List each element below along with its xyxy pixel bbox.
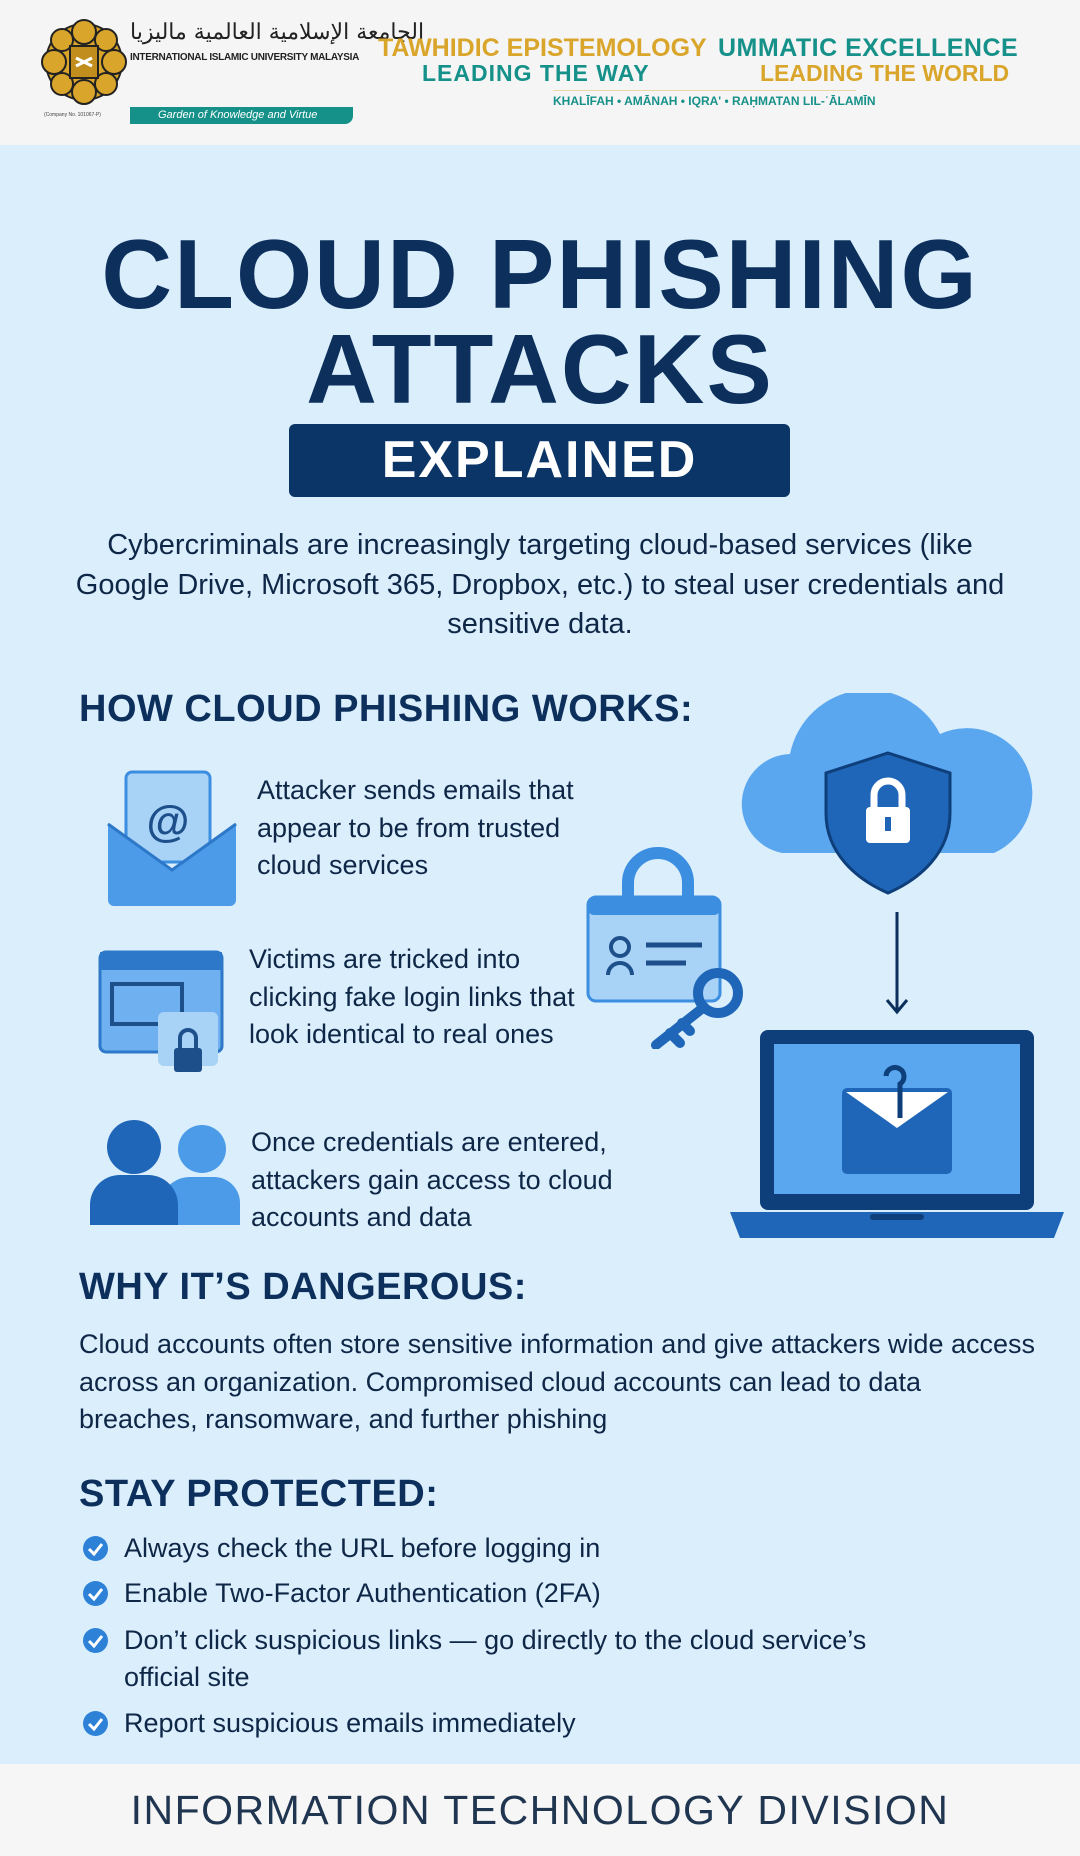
explained-badge: EXPLAINED	[289, 424, 790, 497]
slogan-1-line-2: LEADING THE WAY	[422, 60, 650, 86]
fake-login-browser-icon	[98, 950, 224, 1072]
arrow-down-icon	[885, 912, 909, 1015]
slogan-2-line-1: UMMATIC EXCELLENCE	[718, 34, 1019, 62]
users-icon	[90, 1120, 240, 1225]
checklist-text: Don’t click suspicious links — go direct…	[124, 1625, 867, 1655]
checklist-text: Always check the URL before logging in	[124, 1533, 601, 1563]
check-circle-icon	[83, 1581, 108, 1606]
why-heading: WHY IT’S DANGEROUS:	[79, 1266, 527, 1308]
footer-division: INFORMATION TECHNOLOGY DIVISION	[0, 1764, 1080, 1856]
title-line-2: ATTACKS	[306, 314, 774, 424]
logo-name: INTERNATIONAL ISLAMIC UNIVERSITY MALAYSI…	[130, 52, 360, 63]
values-line: KHALĪFAH • AMĀNAH • IQRA' • RAḤMATAN LIL…	[553, 94, 876, 108]
slogan-divider	[553, 90, 856, 91]
checklist-text: Enable Two-Factor Authentication (2FA)	[124, 1578, 601, 1608]
how-heading: HOW CLOUD PHISHING WORKS:	[79, 688, 694, 730]
check-circle-icon	[83, 1711, 108, 1736]
why-text: Cloud accounts often store sensitive inf…	[79, 1329, 1035, 1434]
slogan-2-line-2: LEADING THE WORLD	[760, 60, 1010, 86]
step-2-text: Victims are tricked into clicking fake l…	[249, 944, 575, 1049]
credential-theft-icon	[586, 847, 743, 1049]
secure-cloud-icon	[741, 693, 1033, 895]
checklist-text: Report suspicious emails immediately	[124, 1708, 576, 1738]
intro-text: Cybercriminals are increasingly targetin…	[75, 529, 1005, 640]
step-3-text: Once credentials are entered, attackers …	[251, 1127, 613, 1232]
check-circle-icon	[83, 1536, 108, 1561]
logo-tagline: Garden of Knowledge and Virtue	[130, 107, 353, 124]
step-1-text: Attacker sends emails that appear to be …	[257, 775, 574, 880]
check-circle-icon	[83, 1628, 108, 1653]
logo-arabic: الجامعة الإسلامية العالمية ماليزيا	[130, 20, 425, 45]
company-number: (Company No. 101067-P)	[44, 112, 101, 118]
slogan-1-line-1: TAWHIDIC EPISTEMOLOGY	[378, 34, 707, 62]
email-icon: @	[107, 770, 237, 906]
checklist-text-continued: official site	[124, 1662, 250, 1692]
iium-logo-icon	[41, 19, 127, 105]
svg-text:@: @	[147, 797, 190, 846]
phished-laptop-icon	[730, 1030, 1064, 1238]
protect-heading: STAY PROTECTED:	[79, 1473, 439, 1515]
header-banner: الجامعة الإسلامية العالمية ماليزيا INTER…	[0, 0, 1080, 145]
title-line-1: CLOUD PHISHING	[101, 219, 979, 329]
